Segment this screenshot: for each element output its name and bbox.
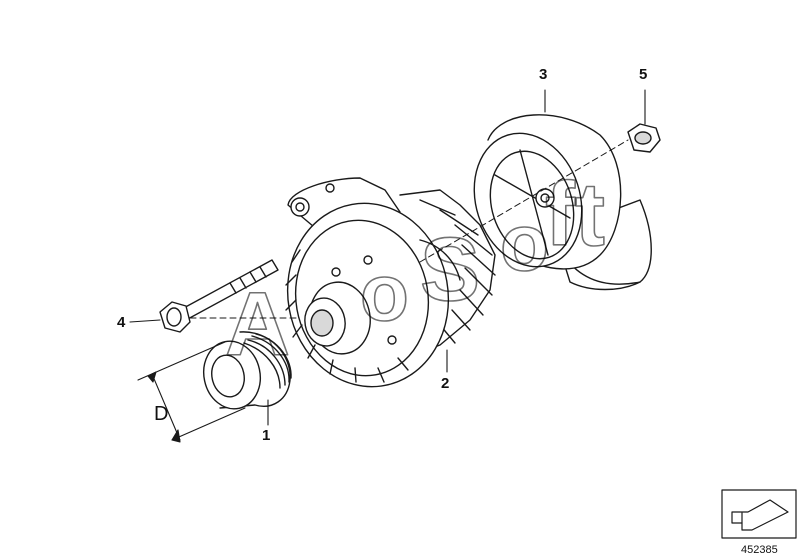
watermark: A o S o f t — [224, 164, 606, 376]
callout-2: 2 — [441, 375, 449, 392]
alternator — [285, 177, 496, 388]
assembly-axis — [189, 139, 629, 319]
dimension-label: D — [154, 403, 168, 425]
reference-arrow-box — [721, 489, 797, 539]
callout-1: 1 — [262, 427, 270, 444]
diagram-number: 452385 — [741, 544, 778, 556]
nut — [627, 123, 661, 153]
callout-3: 3 — [539, 66, 547, 83]
pulley — [203, 331, 292, 410]
callout-5: 5 — [639, 66, 647, 83]
watermark-letter-t: t — [575, 165, 605, 265]
watermark-letter-o2: o — [500, 198, 549, 287]
direction-arrow-icon — [731, 499, 789, 531]
watermark-letter-s: S — [420, 220, 480, 320]
bolt — [159, 259, 279, 333]
dimension-d — [137, 341, 246, 443]
watermark-letter-f: f — [545, 165, 576, 265]
watermark-letter-o1: o — [360, 248, 409, 337]
watermark-letter-a: A — [225, 275, 290, 375]
callout-4: 4 — [117, 314, 126, 331]
leader-lines — [129, 89, 646, 426]
